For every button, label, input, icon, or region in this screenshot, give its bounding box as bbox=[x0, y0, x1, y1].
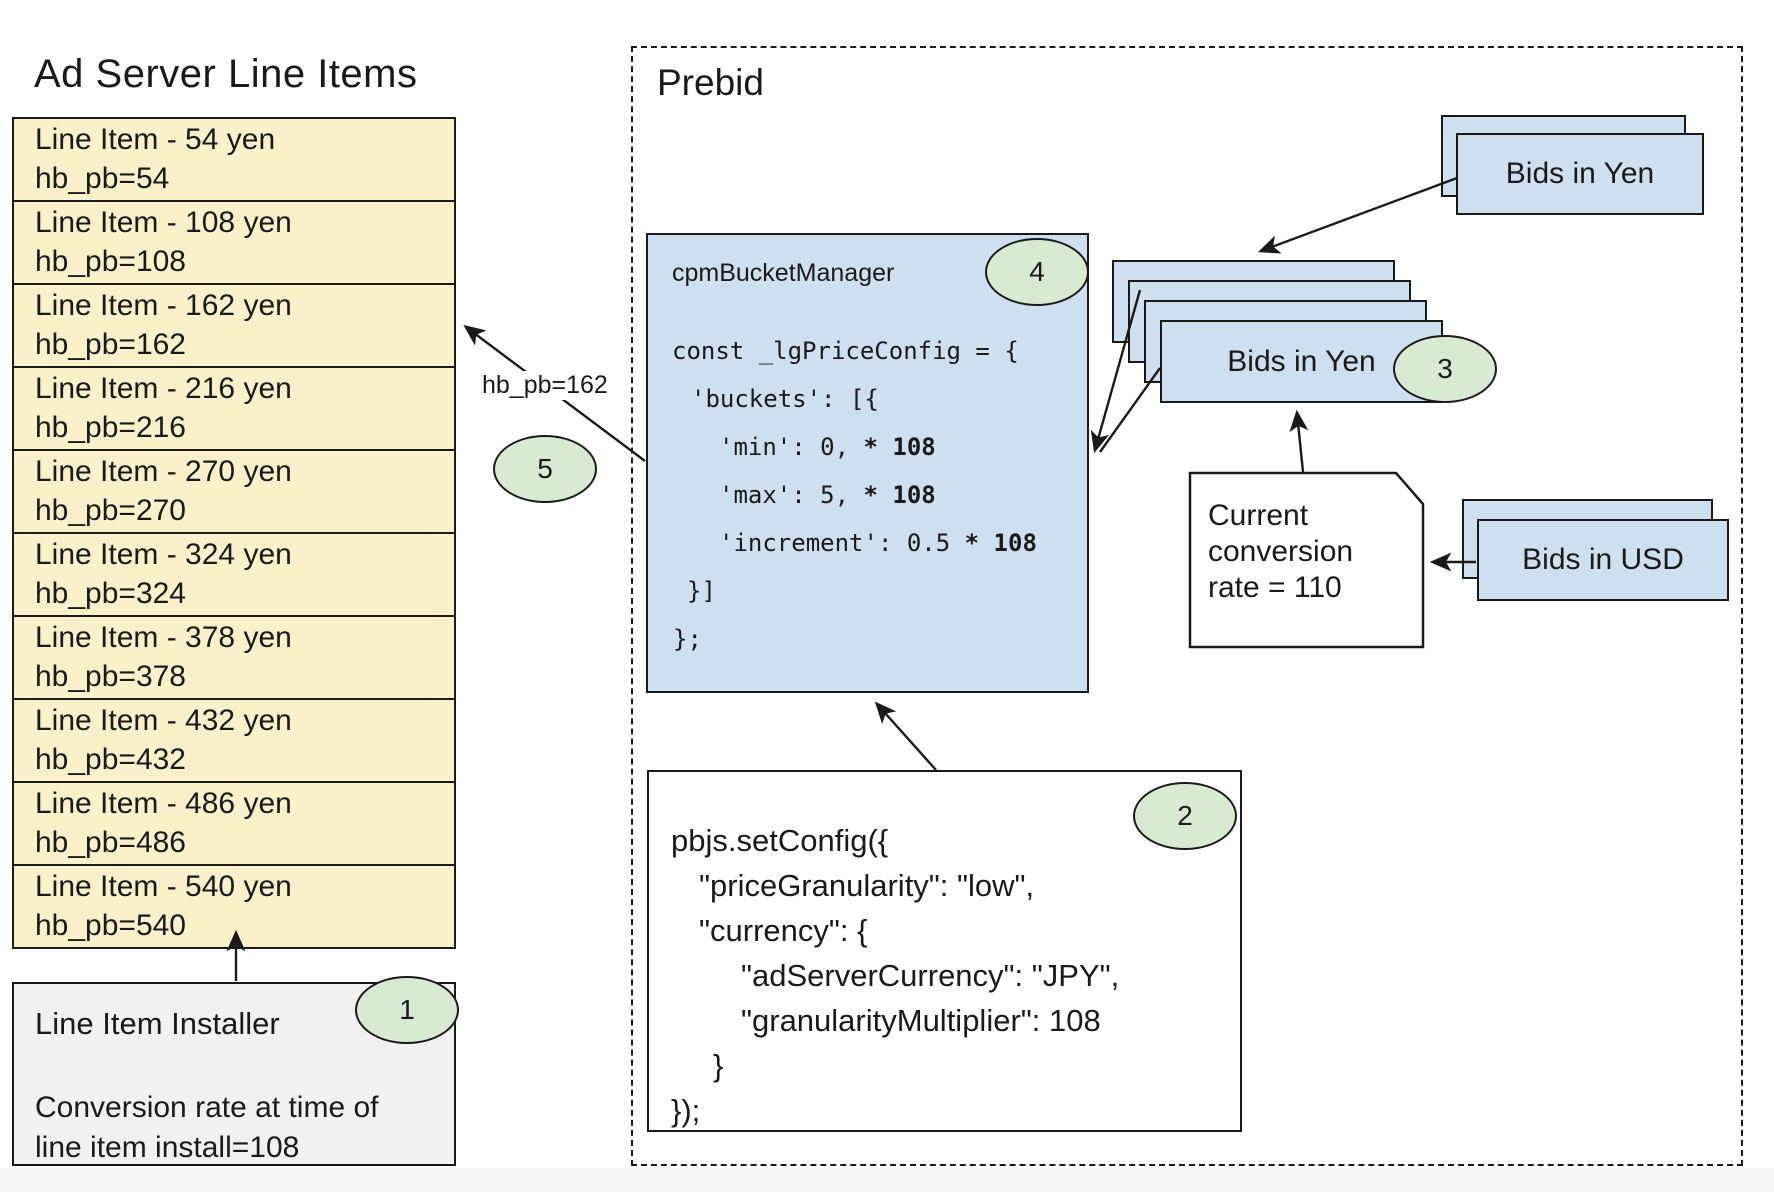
line-item-name: Line Item - 162 yen bbox=[35, 289, 292, 322]
bids-in-usd-label: Bids in USD bbox=[1522, 543, 1684, 576]
line-item-hb-pb: hb_pb=162 bbox=[35, 328, 186, 361]
table-row: Line Item - 216 yen hb_pb=216 bbox=[14, 368, 454, 451]
line-item-name: Line Item - 486 yen bbox=[35, 787, 292, 820]
bids-in-yen-top-card: Bids in Yen bbox=[1456, 133, 1704, 215]
step-badge-3: 3 bbox=[1393, 335, 1497, 403]
step-badge-2: 2 bbox=[1133, 782, 1237, 850]
line-item-hb-pb: hb_pb=270 bbox=[35, 494, 186, 527]
line-item-hb-pb: hb_pb=486 bbox=[35, 826, 186, 859]
code-line: "currency": { bbox=[699, 913, 868, 948]
bids-in-yen-label: Bids in Yen bbox=[1505, 157, 1655, 190]
code-line: }] bbox=[687, 577, 716, 605]
line-item-hb-pb: hb_pb=432 bbox=[35, 743, 186, 776]
bucket-config-code: const _lgPriceConfig = { 'buckets': [{ '… bbox=[672, 327, 1037, 663]
line-item-name: Line Item - 108 yen bbox=[35, 206, 292, 239]
table-row: Line Item - 432 yen hb_pb=432 bbox=[14, 700, 454, 783]
cpm-bucket-manager-box: cpmBucketManager const _lgPriceConfig = … bbox=[646, 233, 1089, 693]
line-item-name: Line Item - 432 yen bbox=[35, 704, 292, 737]
hb-pb-arrow-label: hb_pb=162 bbox=[477, 371, 613, 400]
line-item-hb-pb: hb_pb=54 bbox=[35, 162, 170, 195]
bids-in-yen-stack-card: Bids in Yen bbox=[1160, 320, 1443, 403]
code-line: 'min': 0, * 108 bbox=[719, 433, 936, 461]
conversion-note-text: Current conversion rate = 110 bbox=[1208, 499, 1354, 604]
table-row: Line Item - 324 yen hb_pb=324 bbox=[14, 534, 454, 617]
code-line: "adServerCurrency": "JPY", bbox=[741, 958, 1120, 993]
line-item-name: Line Item - 324 yen bbox=[35, 538, 292, 571]
line-item-hb-pb: hb_pb=378 bbox=[35, 660, 186, 693]
code-line: 'buckets': [{ bbox=[691, 385, 879, 413]
table-row: Line Item - 54 yen hb_pb=54 bbox=[14, 119, 454, 202]
line-items-table: Line Item - 54 yen hb_pb=54 Line Item - … bbox=[12, 117, 456, 949]
table-row: Line Item - 162 yen hb_pb=162 bbox=[14, 285, 454, 368]
line-item-name: Line Item - 378 yen bbox=[35, 621, 292, 654]
prebid-container bbox=[631, 46, 1743, 1166]
code-line: } bbox=[713, 1048, 724, 1083]
table-row: Line Item - 270 yen hb_pb=270 bbox=[14, 451, 454, 534]
line-item-name: Line Item - 540 yen bbox=[35, 870, 292, 903]
code-line: "granularityMultiplier": 108 bbox=[741, 1003, 1101, 1038]
bids-in-yen-label: Bids in Yen bbox=[1227, 344, 1376, 378]
line-item-name: Line Item - 216 yen bbox=[35, 372, 292, 405]
step-badge-5: 5 bbox=[493, 435, 597, 503]
code-line: "priceGranularity": "low", bbox=[699, 868, 1035, 903]
line-item-hb-pb: hb_pb=216 bbox=[35, 411, 186, 444]
line-item-name: Line Item - 54 yen bbox=[35, 123, 276, 156]
code-line: const _lgPriceConfig = { bbox=[672, 337, 1019, 365]
code-line: 'increment': 0.5 * 108 bbox=[719, 529, 1037, 557]
page-edge-band bbox=[0, 1168, 1774, 1192]
table-row: Line Item - 108 yen hb_pb=108 bbox=[14, 202, 454, 285]
pbjs-set-config-box: pbjs.setConfig({ "priceGranularity": "lo… bbox=[647, 770, 1242, 1132]
code-line: }; bbox=[673, 625, 702, 653]
code-line: 'max': 5, * 108 bbox=[719, 481, 936, 509]
table-row: Line Item - 486 yen hb_pb=486 bbox=[14, 783, 454, 866]
table-row: Line Item - 378 yen hb_pb=378 bbox=[14, 617, 454, 700]
line-item-hb-pb: hb_pb=324 bbox=[35, 577, 186, 610]
cpm-bucket-manager-title: cpmBucketManager bbox=[672, 259, 895, 287]
pbjs-config-code: pbjs.setConfig({ "priceGranularity": "lo… bbox=[671, 818, 1119, 1133]
code-line: }); bbox=[671, 1093, 701, 1128]
installer-note: Conversion rate at time of line item ins… bbox=[35, 1091, 379, 1164]
line-item-hb-pb: hb_pb=108 bbox=[35, 245, 186, 278]
step-badge-4: 4 bbox=[985, 238, 1089, 306]
installer-title: Line Item Installer bbox=[35, 1006, 280, 1041]
step-badge-1: 1 bbox=[355, 976, 459, 1044]
line-item-name: Line Item - 270 yen bbox=[35, 455, 292, 488]
line-item-hb-pb: hb_pb=540 bbox=[35, 909, 186, 942]
code-line: pbjs.setConfig({ bbox=[671, 823, 889, 858]
table-row: Line Item - 540 yen hb_pb=540 bbox=[14, 866, 454, 947]
prebid-title: Prebid bbox=[657, 62, 764, 103]
ad-server-title: Ad Server Line Items bbox=[34, 52, 418, 96]
bids-in-usd-card: Bids in USD bbox=[1477, 519, 1729, 601]
